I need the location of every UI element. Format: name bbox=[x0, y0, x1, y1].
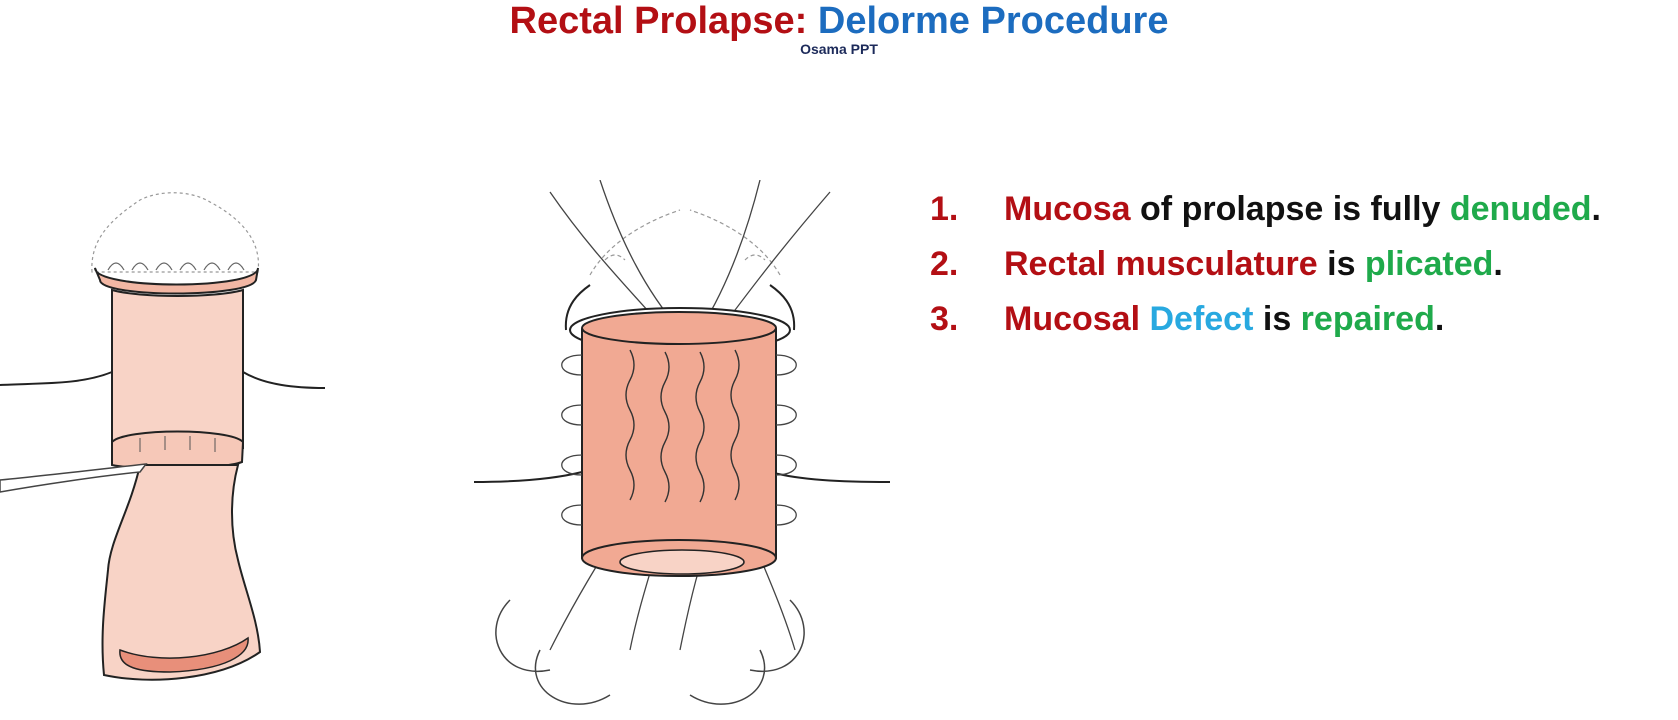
plication-sutures-illustration bbox=[473, 180, 891, 705]
prolapse-denuding-illustration bbox=[0, 192, 326, 681]
list-item: 3. Mucosal Defect is repaired. bbox=[930, 292, 1601, 347]
step-number: 1. bbox=[930, 190, 959, 228]
slide-title-part2: Delorme Procedure bbox=[817, 0, 1169, 42]
slide-title-part1: Rectal Prolapse: bbox=[509, 0, 818, 42]
step-text: Mucosal Defect is repaired. bbox=[1004, 300, 1445, 338]
step-number: 2. bbox=[930, 245, 959, 283]
procedure-steps-list: 1. Mucosa of prolapse is fully denuded. 2… bbox=[930, 182, 1601, 347]
step-text: Mucosa of prolapse is fully denuded. bbox=[1004, 190, 1601, 228]
list-item: 1. Mucosa of prolapse is fully denuded. bbox=[930, 182, 1601, 237]
step-number: 3. bbox=[930, 300, 959, 338]
slide-subtitle: Osama PPT bbox=[800, 41, 878, 57]
list-item: 2. Rectal musculature is plicated. bbox=[930, 237, 1601, 292]
step-text: Rectal musculature is plicated. bbox=[1004, 245, 1503, 283]
slide-title: Rectal Prolapse: Delorme Procedure bbox=[0, 0, 1678, 42]
